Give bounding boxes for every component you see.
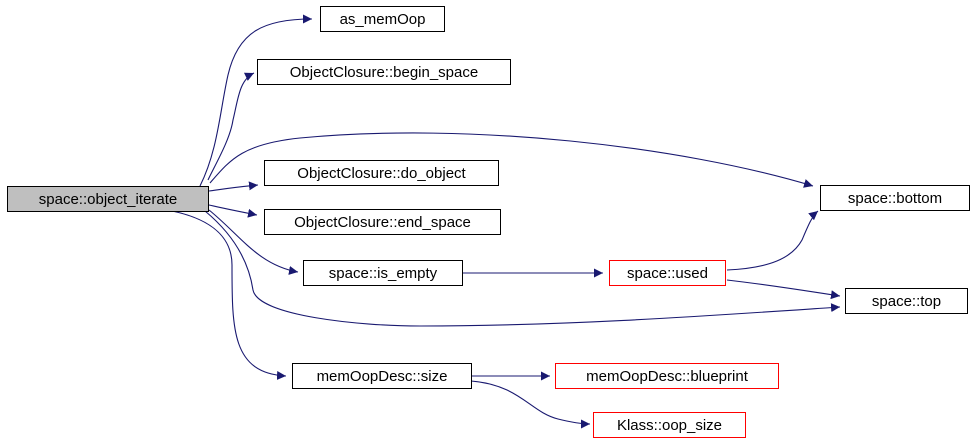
node-label: memOopDesc::blueprint — [586, 368, 749, 385]
edge-line — [204, 210, 841, 327]
node-box — [264, 209, 501, 235]
edge-line — [207, 72, 255, 181]
edge-used-to-bottom — [726, 210, 819, 271]
edge-line — [208, 209, 299, 275]
edge-object_iterate-to-top — [204, 210, 841, 327]
edge-line — [199, 14, 313, 187]
edge-object_iterate-to-do_object — [208, 181, 259, 192]
node-begin-space[interactable]: ObjectClosure::begin_space — [257, 59, 511, 85]
edge-line — [726, 279, 841, 300]
node-label: space::is_empty — [329, 265, 438, 282]
node-label: Klass::oop_size — [617, 417, 722, 434]
node-size[interactable]: memOopDesc::size — [292, 363, 472, 389]
node-layer: space::object_iterate as_memOopObjectClos… — [7, 6, 970, 438]
node-do-object[interactable]: ObjectClosure::do_object — [264, 160, 499, 186]
node-label: space::top — [872, 293, 941, 310]
node-box — [264, 160, 499, 186]
node-blueprint[interactable]: memOopDesc::blueprint — [555, 363, 779, 389]
node-bottom[interactable]: space::bottom — [820, 185, 970, 211]
edge-line — [726, 210, 819, 271]
edge-object_iterate-to-begin_space — [207, 72, 255, 181]
node-box — [555, 363, 779, 389]
node-object-iterate[interactable]: space::object_iterate — [7, 186, 209, 212]
edge-object_iterate-to-end_space — [208, 204, 258, 218]
edge-object_iterate-to-is_empty — [208, 209, 299, 275]
node-label: ObjectClosure::end_space — [294, 214, 471, 231]
node-label: ObjectClosure::begin_space — [290, 64, 478, 81]
edge-line — [209, 132, 814, 188]
node-as-memOop[interactable]: as_memOop — [320, 6, 445, 32]
node-box — [257, 59, 511, 85]
node-label: memOopDesc::size — [317, 368, 448, 385]
node-label: space::used — [627, 265, 708, 282]
edge-used-to-top — [726, 279, 841, 300]
node-is-empty[interactable]: space::is_empty — [303, 260, 463, 286]
node-box — [593, 412, 746, 438]
node-end-space[interactable]: ObjectClosure::end_space — [264, 209, 501, 235]
node-box — [609, 260, 726, 286]
node-box — [845, 288, 968, 314]
node-box — [7, 186, 209, 212]
node-label: as_memOop — [340, 11, 426, 28]
edge-layer — [171, 14, 841, 429]
node-label: space::bottom — [848, 190, 942, 207]
node-used[interactable]: space::used — [609, 260, 726, 286]
node-label: space::object_iterate — [39, 191, 177, 208]
node-box — [303, 260, 463, 286]
node-box — [320, 6, 445, 32]
node-label: ObjectClosure::do_object — [297, 165, 466, 182]
edge-line — [208, 204, 258, 218]
edge-line — [208, 181, 259, 192]
node-box — [820, 185, 970, 211]
edge-line — [470, 380, 591, 429]
node-oop-size[interactable]: Klass::oop_size — [593, 412, 746, 438]
edge-object_iterate-to-bottom — [209, 132, 814, 188]
edge-object_iterate-to-as_memOop — [199, 14, 313, 187]
node-top[interactable]: space::top — [845, 288, 968, 314]
edge-line — [171, 210, 287, 380]
edge-size-to-oop_size — [470, 380, 591, 429]
edge-object_iterate-to-size — [171, 210, 287, 380]
node-box — [292, 363, 472, 389]
